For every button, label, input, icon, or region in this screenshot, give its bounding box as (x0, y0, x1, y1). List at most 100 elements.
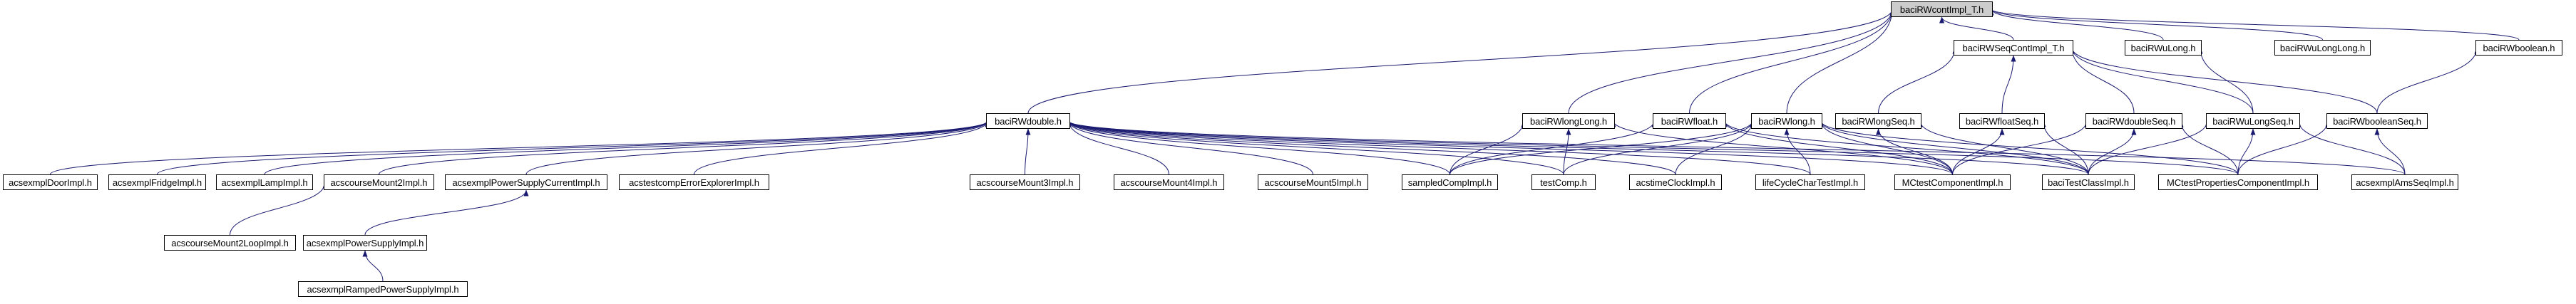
graph-node-bacirwlongseq-h[interactable]: baciRWlongSeq.h (1835, 113, 1921, 129)
graph-edge (694, 120, 990, 175)
graph-edge (1722, 120, 2089, 175)
graph-node-bacirwboolean-h[interactable]: baciRWboolean.h (2475, 40, 2562, 56)
graph-edge (1066, 120, 2089, 175)
graph-node-bacitestclassimpl-h[interactable]: baciTestClassImpl.h (2042, 174, 2135, 190)
graph-node-acscoursemount4impl-h[interactable]: acscourseMount4Impl.h (1114, 174, 1224, 190)
graph-node-label: MCtestComponentImpl.h (1902, 177, 2003, 188)
graph-node-bacirwlong-h[interactable]: baciRWlong.h (1751, 113, 1822, 129)
graph-node-acscoursemount2impl-h[interactable]: acscourseMount2Impl.h (324, 174, 434, 190)
graph-node-acscoursemount5impl-h[interactable]: acscourseMount5Impl.h (1258, 174, 1368, 190)
graph-edge (1563, 128, 1571, 175)
graph-edge (1449, 120, 1526, 175)
graph-node-acsexmplrampedpowersupplyimpl-h[interactable]: acsexmplRampedPowerSupplyImpl.h (298, 281, 468, 297)
graph-node-bacirwlonglong-h[interactable]: baciRWlongLong.h (1522, 113, 1615, 129)
graph-node-acsexmplpowersupplycurrentimpl-h[interactable]: acsexmplPowerSupplyCurrentImpl.h (445, 174, 607, 190)
graph-node-label: baciRWfloatSeq.h (1965, 115, 2039, 127)
graph-node-label: baciRWbooleanSeq.h (2333, 115, 2421, 127)
graph-edge (1066, 120, 2239, 175)
graph-node-label: baciRWlongLong.h (1529, 115, 1607, 127)
graph-edge (1917, 120, 2089, 175)
graph-node-acstestcomperrorexplorerimpl-h[interactable]: acstestcompErrorExplorerImpl.h (619, 174, 769, 190)
graph-node-acstimeclockimpl-h[interactable]: acstimeClockImpl.h (1629, 174, 1722, 190)
graph-edge (364, 189, 529, 236)
graph-node-label: baciRWuLongSeq.h (2212, 115, 2294, 127)
graph-edge (1066, 120, 1450, 175)
graph-edge (1689, 9, 1895, 114)
graph-node-label: acscourseMount2Impl.h (330, 177, 428, 188)
graph-node-label: acsexmplFridgeImpl.h (112, 177, 202, 188)
graph-node-acsexmplamsseqimpl-h[interactable]: acsexmplAmsSeqImpl.h (2351, 174, 2458, 190)
graph-node-mctestpropertiescomponentimpl-h[interactable]: MCtestPropertiesComponentImpl.h (2158, 174, 2318, 190)
graph-node-label: acstestcompErrorExplorerImpl.h (629, 177, 759, 188)
graph-edge (2296, 120, 2406, 175)
graph-node-testcomp-h[interactable]: testComp.h (1531, 174, 1596, 190)
graph-node-label: baciRWuLong.h (2130, 42, 2196, 53)
graph-edge (1066, 120, 1564, 175)
graph-node-label: acscourseMount3Impl.h (976, 177, 1074, 188)
graph-edge (2001, 55, 2016, 114)
graph-node-label: baciRWlongSeq.h (1842, 115, 1915, 127)
graph-edge (2088, 120, 2210, 175)
graph-node-acsexmplpowersupplyimpl-h[interactable]: acsexmplPowerSupplyImpl.h (303, 235, 427, 251)
graph-node-bacirwseqcontimpl-t-h[interactable]: baciRWSeqContImpl_T.h (1954, 40, 2073, 56)
graph-edge (2069, 47, 2135, 114)
graph-edge (1449, 120, 1755, 175)
graph-edge (2376, 47, 2480, 114)
graph-node-bacirwdoubleseq-h[interactable]: baciRWdoubleSeq.h (2085, 113, 2182, 129)
graph-node-bacirwfloat-h[interactable]: baciRWfloat.h (1653, 113, 1726, 129)
graph-edge (1027, 9, 1895, 114)
graph-node-bacirwulongseq-h[interactable]: baciRWuLongSeq.h (2206, 113, 2300, 129)
graph-node-label: lifeCycleCharTestImpl.h (1762, 177, 1859, 188)
graph-edge (1876, 128, 1953, 175)
graph-edge (1066, 120, 1811, 175)
graph-edge (264, 120, 990, 175)
graph-edge (1066, 120, 1953, 175)
graph-edge (1818, 120, 1953, 175)
graph-edge (379, 120, 990, 175)
graph-node-label: baciRWlong.h (1758, 115, 1815, 127)
graph-node-bacirwbooleanseq-h[interactable]: baciRWbooleanSeq.h (2326, 113, 2428, 129)
graph-node-acsexmpllampimpl-h[interactable]: acsexmplLampImpl.h (216, 174, 313, 190)
graph-edge (1563, 120, 1755, 175)
graph-edge (2237, 120, 2331, 175)
graph-node-sampledcompimpl-h[interactable]: sampledCompImpl.h (1402, 174, 1498, 190)
graph-edge (1066, 120, 2406, 175)
graph-node-label: baciRWSeqContImpl_T.h (1962, 42, 2065, 53)
graph-node-bacirwdouble-h[interactable]: baciRWdouble.h (986, 113, 1070, 129)
graph-edge (50, 120, 990, 175)
graph-node-mctestcomponentimpl-h[interactable]: MCtestComponentImpl.h (1894, 174, 2011, 190)
graph-edge (1989, 9, 2164, 41)
graph-node-label: acscourseMount5Impl.h (1264, 177, 1362, 188)
graph-node-label: baciRWboolean.h (2483, 42, 2555, 53)
graph-node-bacirwulonglong-h[interactable]: baciRWuLongLong.h (2274, 40, 2371, 56)
graph-node-label: sampledCompImpl.h (1407, 177, 1492, 188)
graph-node-label: acsexmplPowerSupplyImpl.h (306, 237, 424, 248)
graph-node-acsexmplfridgeimpl-h[interactable]: acsexmplFridgeImpl.h (108, 174, 206, 190)
graph-edge (1818, 120, 2089, 175)
graph-edge (1784, 128, 1811, 175)
graph-edge (1952, 120, 2090, 175)
graph-edge (1989, 9, 2520, 41)
graph-node-acsexmpldoorimpl-h[interactable]: acsexmplDoorImpl.h (3, 174, 98, 190)
graph-node-label: acsexmplLampImpl.h (221, 177, 308, 188)
graph-edge (1066, 120, 1169, 175)
graph-node-label: acsexmplAmsSeqImpl.h (2356, 177, 2454, 188)
graph-node-lifecyclechartestimpl-h[interactable]: lifeCycleCharTestImpl.h (1755, 174, 1865, 190)
graph-edge (1722, 120, 1953, 175)
graph-edge (2237, 128, 2256, 175)
graph-node-acscoursemount2loopimpl-h[interactable]: acscourseMount2LoopImpl.h (164, 235, 296, 251)
graph-edge (2088, 128, 2137, 175)
graph-edge (1066, 120, 1313, 175)
graph-edge (362, 250, 384, 282)
graph-node-label: baciTestClassImpl.h (2048, 177, 2129, 188)
graph-edge (1675, 120, 1755, 175)
graph-node-bacirwulong-h[interactable]: baciRWuLong.h (2125, 40, 2202, 56)
graph-node-acscoursemount3impl-h[interactable]: acscourseMount3Impl.h (970, 174, 1080, 190)
graph-edge (1952, 128, 2005, 175)
graph-edge (157, 120, 990, 175)
graph-node-bacirwfloatseq-h[interactable]: baciRWfloatSeq.h (1959, 113, 2045, 129)
graph-node-label: acsexmplPowerSupplyCurrentImpl.h (452, 177, 600, 188)
graph-edge (1066, 120, 1676, 175)
graph-node-label: acsexmplRampedPowerSupplyImpl.h (307, 283, 459, 295)
graph-node-bacirwcontimpl-t-h[interactable]: baciRWcontImpl_T.h (1891, 1, 1993, 17)
